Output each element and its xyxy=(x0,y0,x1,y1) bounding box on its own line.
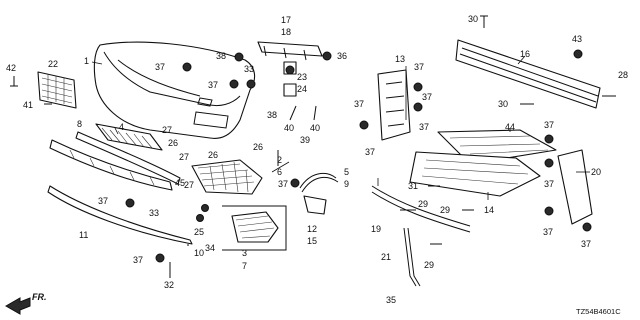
callout-41: 41 xyxy=(23,100,33,110)
bracket-12-15 xyxy=(303,195,327,215)
callout-26-b: 26 xyxy=(208,150,218,160)
callout-37-d: 37 xyxy=(133,255,143,265)
callout-13: 13 xyxy=(395,54,405,64)
callout-37-l: 37 xyxy=(543,227,553,237)
fasteners xyxy=(10,15,616,278)
license-plate-base xyxy=(37,71,77,109)
front-bumper-face xyxy=(93,41,256,139)
callout-34: 34 xyxy=(205,243,215,253)
callout-17: 17 xyxy=(281,15,291,25)
callout-30-a: 30 xyxy=(468,14,478,24)
callout-37-f: 37 xyxy=(354,99,364,109)
callout-10: 10 xyxy=(194,248,204,258)
callout-12: 12 xyxy=(307,224,317,234)
callout-31: 31 xyxy=(408,181,418,191)
stay-21 xyxy=(403,227,421,287)
leader-lines xyxy=(91,55,590,200)
callout-29-a: 29 xyxy=(418,199,428,209)
callout-27-b: 27 xyxy=(179,152,189,162)
callout-23: 23 xyxy=(297,72,307,82)
callout-37-k: 37 xyxy=(544,179,554,189)
callout-37-m: 37 xyxy=(581,239,591,249)
callout-37-b: 37 xyxy=(208,80,218,90)
callout-36: 36 xyxy=(337,51,347,61)
callout-labels: 1 2 3 4 5 6 7 8 9 10 11 12 13 14 15 16 1… xyxy=(6,14,628,305)
callout-33-a: 33 xyxy=(244,64,254,74)
curved-strip-5-9 xyxy=(299,172,339,193)
callout-6: 6 xyxy=(277,167,282,177)
callout-7: 7 xyxy=(242,261,247,271)
callout-35: 35 xyxy=(386,295,396,305)
callout-20: 20 xyxy=(591,167,601,177)
front-direction-label: FR. xyxy=(32,292,47,302)
callout-38-b: 38 xyxy=(267,110,277,120)
callout-39: 39 xyxy=(300,135,310,145)
lower-rail-19 xyxy=(371,185,471,233)
callout-43: 43 xyxy=(572,34,582,44)
callout-5: 5 xyxy=(344,167,349,177)
side-bracket-13 xyxy=(377,69,411,141)
callout-9: 9 xyxy=(344,179,349,189)
callout-3: 3 xyxy=(242,248,247,258)
callout-37-n: 37 xyxy=(422,92,432,102)
callout-42: 42 xyxy=(6,63,16,73)
callout-29-c: 29 xyxy=(424,260,434,270)
callout-28: 28 xyxy=(618,70,628,80)
callout-30-b: 30 xyxy=(498,99,508,109)
callout-26-a: 26 xyxy=(168,138,178,148)
callout-2: 2 xyxy=(277,155,282,165)
callout-37-j: 37 xyxy=(544,120,554,130)
callout-44: 44 xyxy=(505,122,515,132)
callout-38-a: 38 xyxy=(216,51,226,61)
bumper-beam-16 xyxy=(455,39,601,109)
callout-4: 4 xyxy=(119,122,124,132)
callout-27-a: 27 xyxy=(162,125,172,135)
callout-25: 25 xyxy=(194,227,204,237)
callout-37-g: 37 xyxy=(365,147,375,157)
callout-40-b: 40 xyxy=(310,123,320,133)
callout-29-b: 29 xyxy=(440,205,450,215)
callout-15: 15 xyxy=(307,236,317,246)
callout-37-h: 37 xyxy=(414,62,424,72)
callout-24: 24 xyxy=(297,84,307,94)
lower-cover-14 xyxy=(409,151,541,197)
callout-22: 22 xyxy=(48,59,58,69)
callout-11: 11 xyxy=(79,230,88,240)
callout-27-c: 27 xyxy=(184,180,194,190)
callout-32: 32 xyxy=(164,280,174,290)
diagram-reference-code: TZ54B4601C xyxy=(576,307,621,316)
callout-18: 18 xyxy=(281,27,291,37)
upper-bracket-17-18 xyxy=(257,41,323,61)
garnish-strip-8 xyxy=(75,131,181,185)
callout-45: 45 xyxy=(175,178,185,188)
callout-8: 8 xyxy=(77,119,82,129)
callout-37-a: 37 xyxy=(155,62,165,72)
callout-37-e: 37 xyxy=(278,179,288,189)
callout-37-i: 37 xyxy=(419,122,429,132)
group-brackets xyxy=(187,150,279,246)
callout-19: 19 xyxy=(371,224,381,234)
callout-1: 1 xyxy=(84,56,89,66)
front-direction-arrow xyxy=(4,297,31,315)
lower-spoiler-11 xyxy=(47,185,193,245)
callout-21: 21 xyxy=(381,252,391,262)
callout-40-a: 40 xyxy=(284,123,294,133)
callout-26-c: 26 xyxy=(253,142,263,152)
callout-33-b: 33 xyxy=(149,208,159,218)
callout-37-c: 37 xyxy=(98,196,108,206)
lower-grille-45 xyxy=(49,139,173,191)
side-brace-20 xyxy=(557,149,593,225)
fog-garnish-3-7 xyxy=(222,205,287,251)
callout-16: 16 xyxy=(520,49,530,59)
fog-garnish-2-6 xyxy=(191,159,263,195)
callout-14: 14 xyxy=(484,205,494,215)
lower-grille-4 xyxy=(95,123,163,151)
